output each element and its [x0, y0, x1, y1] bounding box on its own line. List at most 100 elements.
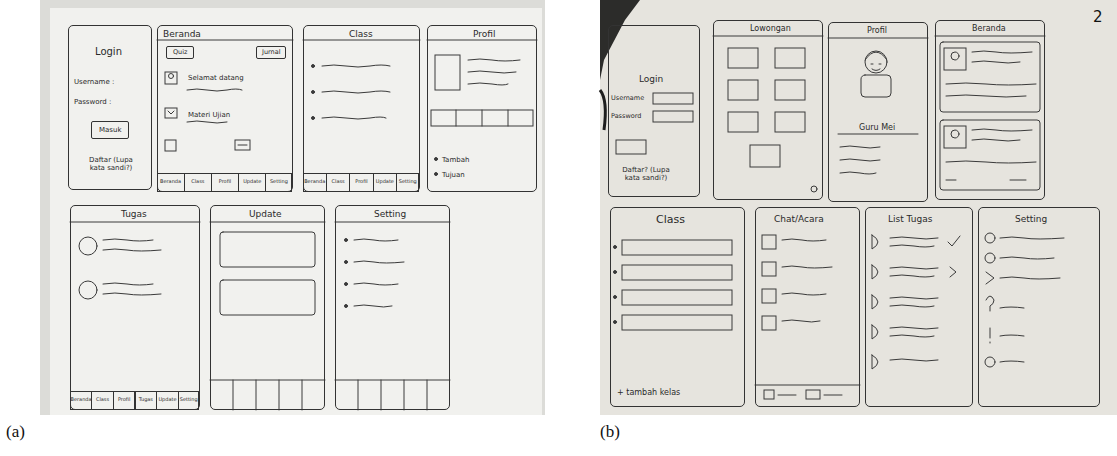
sketch-stroke: [600, 90, 605, 130]
sketch-stroke: [713, 36, 823, 37]
sketch-stroke: [872, 265, 878, 279]
sketch-stroke: [614, 271, 617, 274]
nav-tab: Setting: [265, 173, 292, 192]
sketch-text: Materi Ujian: [188, 111, 230, 119]
sketch-stroke: [838, 134, 918, 135]
sketch-text: Password: [611, 113, 641, 120]
screen-sketch: MasukLoginUsername :Password :Daftar (Lu…: [68, 25, 152, 190]
sketch-stroke: [828, 38, 928, 39]
sketch-stroke: [972, 51, 1032, 53]
screen-sketch: Beranda: [935, 20, 1045, 200]
sketch-text: Username: [611, 95, 644, 102]
tab-label: Class: [92, 397, 113, 403]
sketch-stroke: [946, 161, 1036, 163]
sketch-stroke: [235, 140, 250, 150]
sketch-text: Password :: [74, 98, 111, 106]
sketch-text: Selamat datang: [188, 74, 244, 82]
sketch-stroke: [103, 283, 153, 285]
sketch-stroke: [728, 80, 758, 100]
sketch-stroke: [824, 395, 842, 396]
sketch-stroke: [1000, 237, 1064, 239]
tab-label: Setting: [397, 179, 418, 185]
sketch-stroke: [210, 222, 325, 223]
sketch-stroke: [944, 126, 966, 148]
nav-tab: Class: [91, 391, 114, 410]
sketch-stroke: [728, 48, 758, 68]
page-number: 2: [1093, 8, 1103, 26]
screen-sketch: List Tugas: [865, 207, 973, 407]
sketch-stroke: [764, 390, 774, 399]
sketch-stroke: [614, 296, 617, 299]
sketch-stroke: [427, 380, 428, 410]
sketch-stroke: [1000, 335, 1024, 336]
tab-label: Profil: [212, 179, 238, 185]
sketch-stroke: [40, 0, 545, 415]
nav-tab: Tugas: [135, 391, 158, 410]
screen-sketch: ProfilGuru Mei: [828, 22, 928, 202]
sketch-button: Masuk: [91, 121, 129, 139]
sketch-stroke: [614, 246, 617, 249]
sketch-button: Jurnal: [256, 46, 286, 59]
nav-tab: Beranda: [303, 173, 327, 192]
nav-tab: Class: [184, 173, 212, 192]
sketch-stroke: [778, 395, 796, 396]
sketch-stroke: [165, 140, 176, 151]
sketch-stroke: [622, 240, 732, 255]
sketch-stroke: [70, 222, 200, 223]
screen-title: Lowongan: [750, 24, 791, 33]
sketch-stroke: [508, 110, 509, 126]
sketch-stroke: [972, 129, 1032, 131]
screen-title: Quiz: [173, 49, 187, 56]
sketch-stroke: [468, 83, 508, 85]
sketch-stroke: [1000, 257, 1054, 259]
sketch-stroke: [1000, 277, 1060, 279]
screen-title: Login: [95, 46, 122, 58]
screen-sketch: Update: [210, 205, 325, 410]
nav-tab: Beranda: [157, 173, 185, 192]
sketch-stroke: [322, 65, 390, 67]
sketch-stroke: [431, 110, 533, 126]
tab-label: Beranda: [71, 397, 92, 403]
nav-tab: Profil: [349, 173, 373, 192]
nav-tab: Update: [373, 173, 397, 192]
sketch-stroke: [806, 390, 820, 399]
sketch-stroke: [775, 80, 805, 100]
sketch-stroke: [986, 296, 994, 311]
sketch-stroke: [468, 71, 516, 73]
sketch-stroke: [354, 261, 404, 263]
sketch-stroke: [381, 380, 382, 410]
sketch-stroke: [187, 89, 242, 91]
sketch-stroke: [103, 239, 153, 241]
sketch-stroke: [169, 74, 174, 79]
sketch-stroke: [238, 145, 247, 146]
sketch-stroke: [990, 328, 991, 343]
sketch-stroke: [865, 51, 887, 73]
sketch-button: Quiz: [166, 46, 194, 59]
sketch-stroke: [890, 267, 938, 269]
sketch-stroke: [335, 222, 450, 223]
screen-sketch: ProfilTambahTujuan: [427, 25, 537, 192]
sketch-stroke: [303, 40, 420, 41]
screen-title: Chat/Acara: [774, 214, 824, 224]
sketch-stroke: [840, 146, 880, 148]
screen-title: Class: [656, 214, 685, 227]
sketch-stroke: [951, 130, 959, 138]
sketch-stroke: [762, 316, 776, 330]
sketch-text: Daftar? (Lupa kata sandi?): [615, 166, 677, 182]
sketch-stroke: [871, 64, 881, 71]
tab-label: Update: [239, 179, 265, 185]
tab-label: Setting: [179, 397, 199, 403]
sketch-stroke: [79, 237, 97, 255]
sketch-stroke: [600, 0, 1117, 415]
sketch-stroke: [811, 186, 817, 192]
sketch-stroke: [103, 293, 161, 295]
sketch-stroke: [840, 172, 876, 174]
tab-label: Profil: [114, 397, 135, 403]
sketch-stroke: [948, 236, 960, 246]
sketch-stroke: [358, 380, 359, 410]
sketch-stroke: [985, 357, 995, 367]
sketch-stroke: [935, 36, 1045, 37]
sketch-stroke: [946, 180, 1026, 181]
panel-label: (a): [6, 422, 25, 442]
